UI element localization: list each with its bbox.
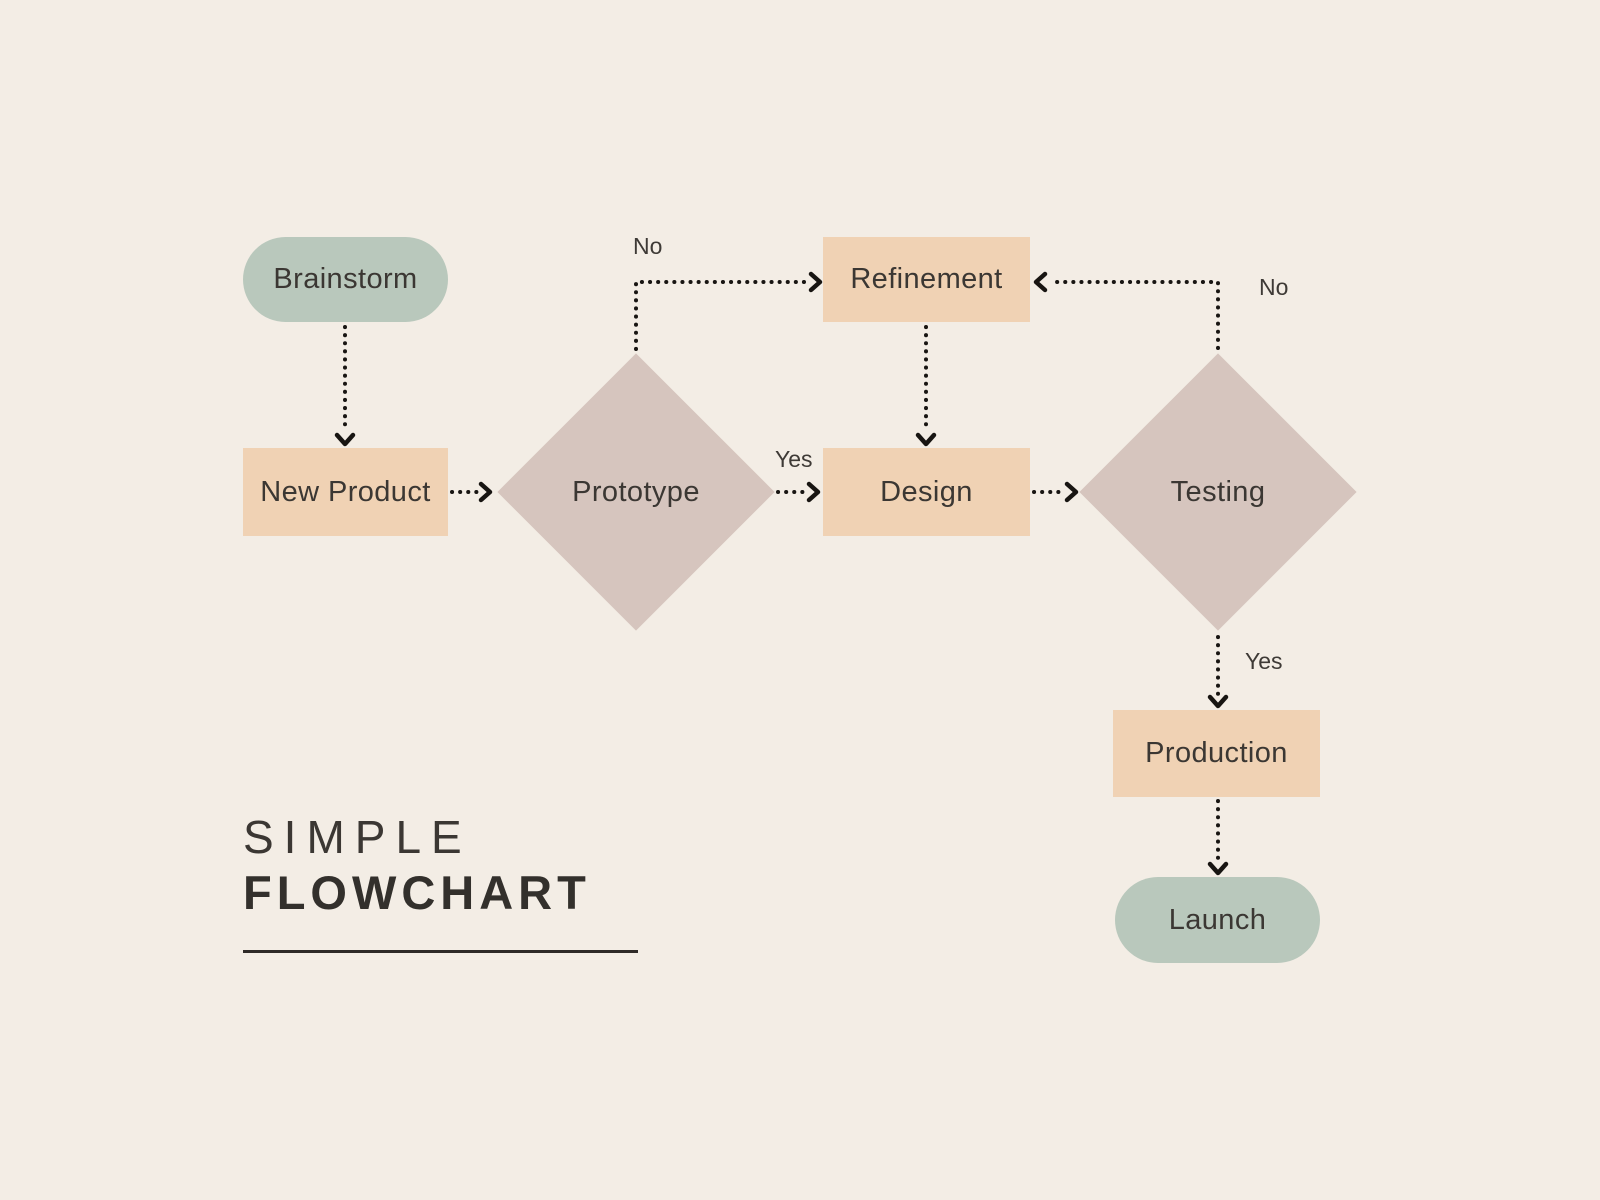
node-new-product-label: New Product <box>260 475 431 508</box>
node-refinement: Refinement <box>823 237 1030 322</box>
arrowhead-right-testing <box>1064 481 1079 503</box>
node-launch-label: Launch <box>1168 903 1267 936</box>
node-brainstorm: Brainstorm <box>243 237 448 322</box>
arrowhead-down-production <box>1207 694 1229 709</box>
node-production-label: Production <box>1145 737 1288 769</box>
arrowhead-right-design <box>806 481 821 503</box>
node-brainstorm-label: Brainstorm <box>273 263 418 295</box>
edge-label-prototype-no: No <box>633 233 663 259</box>
edge-prototype-refinement <box>634 280 810 351</box>
edge-label-testing-no: No <box>1259 274 1289 300</box>
arrowhead-left-refinement <box>1033 271 1048 293</box>
node-production: Production <box>1113 710 1320 797</box>
edge-label-prototype-yes: Yes <box>775 446 813 472</box>
title-line2: FLOWCHART <box>243 866 591 919</box>
node-launch: Launch <box>1115 877 1320 963</box>
node-design-label: Design <box>880 475 973 508</box>
edge-testing-refinement <box>1048 280 1220 350</box>
node-prototype-label: Prototype <box>572 476 700 508</box>
arrowhead-right-refinement <box>808 271 823 293</box>
arrowhead-down-newproduct <box>334 432 356 447</box>
node-new-product: New Product <box>243 448 448 536</box>
arrowhead-right-prototype <box>478 481 493 503</box>
node-design: Design <box>823 448 1030 536</box>
edge-label-testing-yes: Yes <box>1245 648 1283 674</box>
node-testing-label: Testing <box>1170 476 1266 508</box>
arrowhead-down-launch <box>1207 861 1229 876</box>
title-underline <box>243 950 638 953</box>
node-refinement-label: Refinement <box>850 263 1003 295</box>
title-line1: SIMPLE <box>243 811 472 863</box>
chart-title: SIMPLE FLOWCHART <box>243 810 638 953</box>
arrowhead-down-design <box>915 432 937 447</box>
